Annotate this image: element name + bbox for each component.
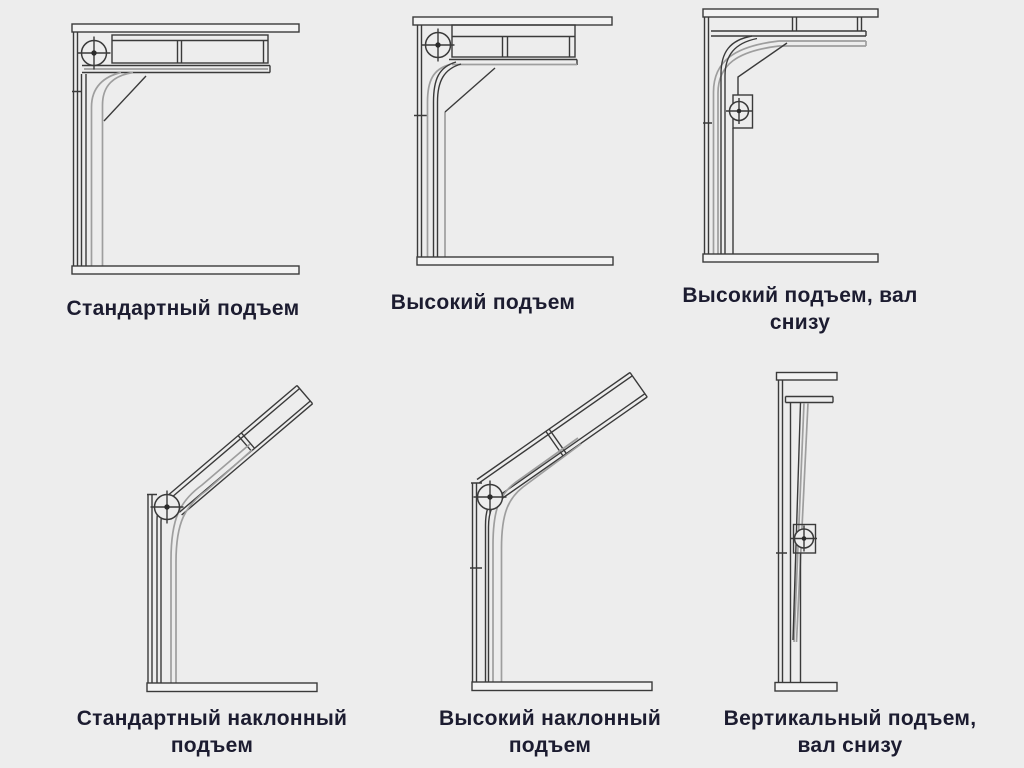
- ceiling-bar: [71, 23, 300, 33]
- ceiling-bar: [702, 8, 879, 18]
- door-panel-curve-a: [720, 35, 753, 254]
- incline-rail-bottom: [491, 393, 648, 505]
- tilted-door-panel-a: [793, 402, 805, 643]
- ceiling-truss: [111, 34, 269, 64]
- floor-bar: [774, 681, 838, 692]
- door-panel-curve-b: [436, 63, 462, 257]
- figure-label-high-incline-lift: Высокий наклонный подъем: [438, 707, 662, 757]
- tilted-door-panel-edge: [792, 402, 802, 641]
- horizontal-track-upper: [711, 30, 867, 37]
- track-curve-outer: [426, 63, 451, 257]
- wall-line: [147, 493, 157, 683]
- panel-diagonal: [444, 67, 496, 113]
- ceiling-bar: [775, 371, 838, 381]
- incline-rung: [237, 432, 255, 452]
- figure-label-high-lift-shaft-below: Высокий подъем, вал снизу: [682, 284, 918, 334]
- horizontal-track: [82, 64, 271, 74]
- wall-line: [470, 482, 482, 682]
- incline-end-cap: [296, 385, 314, 405]
- track-curve-outer: [717, 45, 780, 254]
- panel-diagonal: [737, 42, 788, 95]
- drawing-high-incline-lift: [470, 371, 653, 692]
- header-bracket: [784, 395, 834, 404]
- track-curve-inner: [712, 40, 780, 254]
- drawing-high-lift-shaft-below: [702, 8, 879, 263]
- track-curve-outer: [101, 71, 134, 266]
- door-panel-curve-a: [432, 61, 457, 257]
- panel-diagonal: [103, 75, 147, 122]
- shaft-drum-icon: [76, 35, 112, 71]
- horizontal-track-lower: [779, 40, 867, 47]
- wall-line: [72, 32, 81, 266]
- track-curve-outer: [170, 443, 251, 683]
- wall-line: [703, 17, 712, 254]
- figure-label-high-lift: Высокий подъем: [390, 291, 576, 314]
- figure-label-standard-incline-lift: Стандартный наклонный подъем: [76, 707, 348, 757]
- door-panel-curve-b: [724, 37, 758, 254]
- floor-bar: [71, 265, 300, 275]
- drawing-vertical-lift-shaft-below: [774, 371, 838, 692]
- track-curve-inner: [175, 449, 253, 683]
- drawing-standard-lift: [71, 23, 300, 275]
- shaft-drum-icon: [420, 27, 456, 63]
- incline-rail-top: [476, 371, 633, 484]
- door-panel-lines: [80, 74, 87, 266]
- track-hangers: [791, 17, 863, 31]
- floor-bar: [416, 256, 614, 266]
- floor-bar: [702, 253, 879, 263]
- truss-struts: [452, 35, 575, 57]
- shaft-drum-icon: [790, 524, 818, 553]
- drawing-standard-incline-lift: [146, 384, 318, 693]
- figure-label-standard-lift: Стандартный подъем: [66, 297, 300, 320]
- door-panel-line-b: [160, 502, 170, 683]
- track-curve-inner: [500, 443, 582, 682]
- floor-bar: [471, 681, 653, 692]
- wall-line: [776, 380, 787, 688]
- truss-struts: [112, 39, 268, 63]
- tilted-door-panel-b: [795, 402, 809, 643]
- ceiling-truss: [451, 24, 576, 58]
- track-curve-inner: [90, 71, 122, 266]
- incline-end-cap: [629, 372, 648, 398]
- figure-label-vertical-lift-shaft-below: Вертикальный подъем, вал снизу: [723, 707, 977, 757]
- shaft-drum-icon: [472, 479, 508, 515]
- shaft-drum-icon: [149, 489, 185, 525]
- incline-rail-top: [165, 384, 301, 501]
- ceiling-bar: [412, 16, 613, 26]
- floor-bar: [146, 682, 318, 693]
- incline-rail-bottom: [178, 400, 314, 516]
- wall-line: [414, 25, 427, 257]
- drawing-high-lift: [412, 16, 614, 266]
- incline-rung: [545, 428, 567, 457]
